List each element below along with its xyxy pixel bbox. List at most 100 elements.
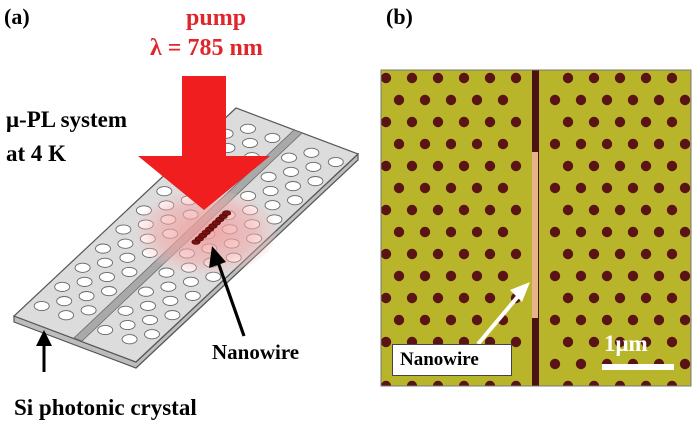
sem-hole	[419, 182, 431, 194]
sem-hole	[562, 72, 574, 84]
sem-hole	[601, 94, 613, 106]
air-hole	[162, 295, 179, 306]
sem-hole	[575, 226, 587, 238]
sem-hole	[432, 116, 444, 128]
sem-hole	[381, 160, 392, 172]
sem-hole	[653, 314, 665, 326]
substrate-arrow	[36, 330, 52, 372]
nanowire-b-arrow	[476, 282, 530, 346]
sem-hole	[679, 226, 691, 238]
sem-hole	[627, 314, 639, 326]
sem-hole	[601, 138, 613, 150]
sem-hole	[445, 314, 457, 326]
sem-hole	[679, 314, 691, 326]
air-hole	[121, 266, 138, 278]
sem-nanowire	[532, 152, 538, 318]
sem-hole	[562, 160, 574, 172]
sem-hole	[381, 116, 392, 128]
sem-hole	[575, 314, 587, 326]
sem-hole	[614, 72, 626, 84]
sem-hole	[458, 116, 470, 128]
air-hole	[76, 276, 93, 287]
air-hole	[287, 195, 303, 206]
sem-hole	[381, 72, 392, 84]
sem-hole	[549, 94, 561, 106]
air-hole	[138, 286, 154, 297]
air-hole	[260, 171, 277, 182]
sem-hole	[471, 182, 483, 194]
sem-hole	[627, 270, 639, 282]
sem-hole	[510, 160, 522, 172]
sem-hole	[445, 226, 457, 238]
sem-hole	[588, 160, 600, 172]
sem-hole	[627, 226, 639, 238]
sem-hole	[381, 336, 392, 348]
air-hole	[160, 281, 177, 292]
sem-hole	[446, 403, 456, 413]
sem-hole	[471, 138, 483, 150]
sem-hole	[549, 226, 561, 238]
sem-hole	[393, 138, 405, 150]
air-hole	[117, 305, 134, 316]
sem-hole	[458, 380, 470, 386]
sem-hole	[614, 292, 626, 304]
sem-hole	[601, 314, 613, 326]
nanowire-segment	[222, 210, 232, 216]
air-hole	[97, 324, 114, 336]
sem-hole	[549, 314, 561, 326]
sem-hole	[640, 292, 652, 304]
air-hole	[119, 252, 136, 263]
sem-hole	[601, 226, 613, 238]
sem-hole-array	[381, 72, 700, 413]
panel-b-label: (b)	[386, 4, 413, 29]
sem-hole	[666, 72, 678, 84]
air-hole	[156, 186, 173, 197]
sem-hole	[497, 270, 509, 282]
sem-hole	[628, 403, 638, 413]
sem-hole	[406, 116, 418, 128]
sem-hole	[484, 248, 496, 260]
air-hole	[327, 156, 344, 168]
sem-hole	[498, 403, 508, 413]
sem-hole	[562, 248, 574, 260]
air-hole	[305, 161, 322, 172]
sem-hole	[614, 160, 626, 172]
sem-hole	[640, 380, 652, 386]
sem-hole	[497, 182, 509, 194]
sem-hole	[484, 160, 496, 172]
sem-hole	[666, 336, 678, 348]
sem-hole	[497, 94, 509, 106]
sem-hole	[640, 72, 652, 84]
air-hole	[182, 276, 199, 287]
sem-hole	[693, 161, 700, 171]
sem-image	[381, 70, 700, 413]
sem-hole	[549, 270, 561, 282]
air-hole	[56, 296, 73, 307]
sem-hole	[679, 94, 691, 106]
sem-hole	[614, 336, 626, 348]
nanowire-b-label-box	[392, 344, 512, 376]
sem-hole	[575, 358, 587, 370]
sem-hole	[484, 116, 496, 128]
sem-hole	[549, 358, 561, 370]
sem-hole	[666, 204, 678, 216]
sem-hole	[393, 226, 405, 238]
panel-a-label: (a)	[4, 4, 30, 29]
sem-frame	[380, 69, 692, 387]
sem-hole	[614, 116, 626, 128]
air-hole	[101, 286, 117, 297]
sem-hole	[601, 182, 613, 194]
sem-hole	[406, 292, 418, 304]
sem-hole	[419, 94, 431, 106]
sem-hole	[680, 403, 690, 413]
air-hole	[281, 152, 297, 163]
sem-hole	[575, 270, 587, 282]
air-hole	[262, 185, 279, 197]
sem-hole	[693, 205, 700, 215]
sem-hole	[614, 204, 626, 216]
sem-hole	[562, 116, 574, 128]
sem-hole	[588, 336, 600, 348]
air-hole	[144, 329, 160, 340]
sem-hole	[510, 116, 522, 128]
air-hole	[142, 314, 158, 326]
